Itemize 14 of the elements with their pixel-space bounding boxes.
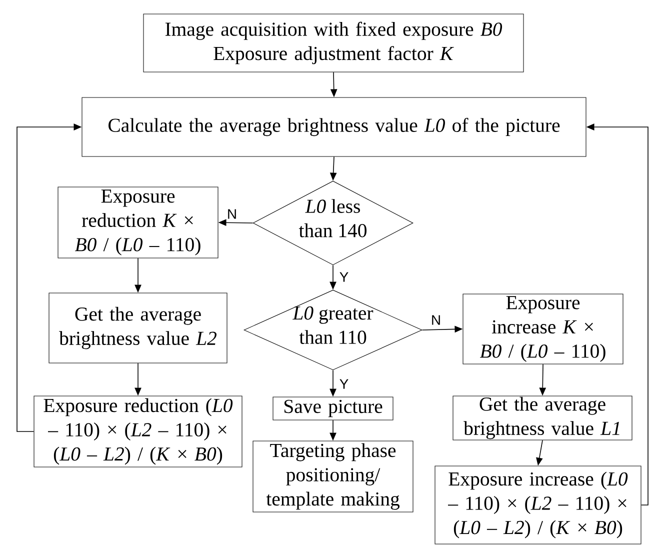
edge-label: Y xyxy=(340,379,348,389)
process-box: Save picture xyxy=(272,396,394,420)
process-box: Get the average brightness value L1 xyxy=(452,396,632,440)
edge-label: Y xyxy=(340,272,348,282)
edge-label: N xyxy=(228,209,236,219)
process-box: Image acquisition with fixed exposure B0 Exposure adjustment factor K xyxy=(143,14,524,72)
process-box: Exposure reduction K × B0 / (L0 – 110) xyxy=(58,186,218,258)
edge-label: N xyxy=(432,315,440,325)
process-box: Targeting phase positioning/ template making xyxy=(252,440,414,512)
process-box: Exposure increase (L0 – 110) × (L2 – 110) × (L0 – L2) / (K × B0) xyxy=(434,466,642,544)
process-box: Exposure increase K × B0 / (L0 – 110) xyxy=(462,294,624,364)
process-box: Exposure reduction (L0 – 110) × (L2 – 110) × (L0 – L2) / (K × B0) xyxy=(34,396,242,468)
process-box: Get the average brightness value L2 xyxy=(48,292,228,364)
process-box: Calculate the average brightness value L0 of the picture xyxy=(82,97,586,157)
